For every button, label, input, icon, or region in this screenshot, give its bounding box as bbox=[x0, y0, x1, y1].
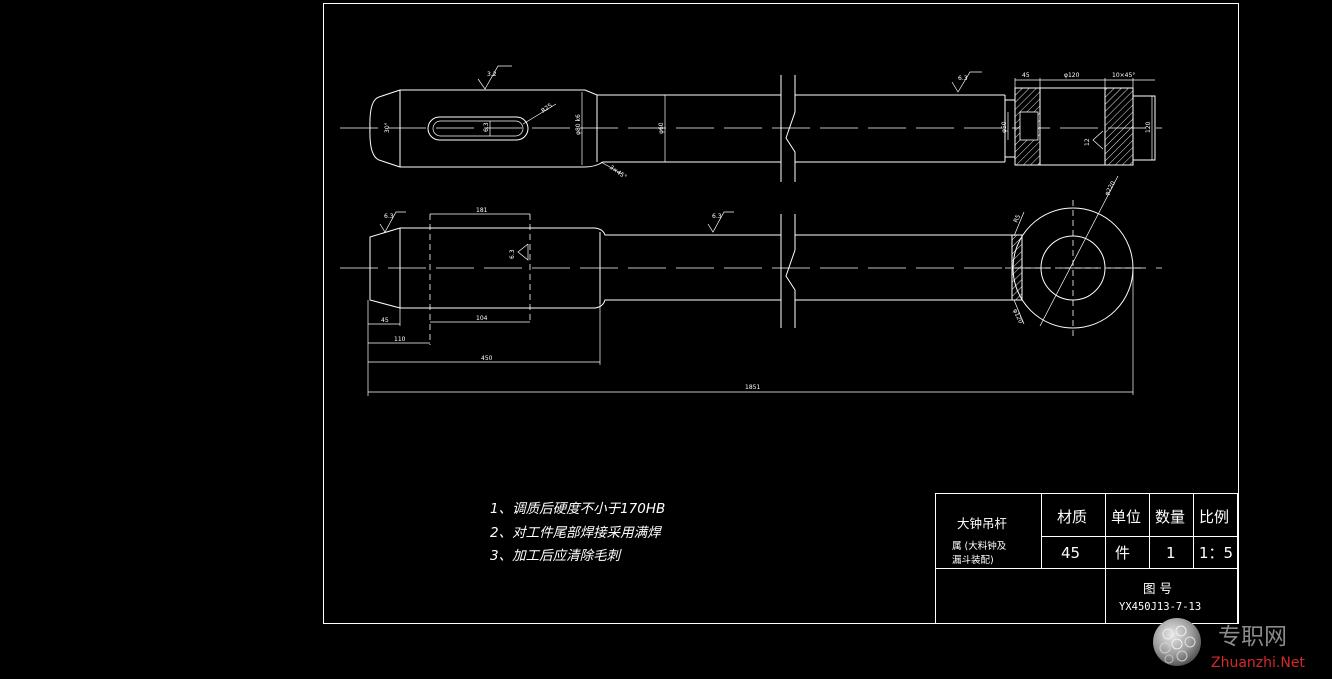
front-view: 6.3 R25 30° 3.2 6.3 φ80 k6 φ60 3×45° 12 … bbox=[340, 65, 1162, 182]
head-diameter-label: φ120 bbox=[1064, 72, 1080, 79]
side-view: φ220 R5 φ120 6.3 6.3 6.3 181 104 45 110 … bbox=[340, 175, 1162, 396]
shaft-diameter-label: φ60 bbox=[658, 122, 665, 134]
front-view-left-end bbox=[369, 89, 401, 168]
drawing-number-value: YX450J13-7-13 bbox=[1119, 601, 1201, 613]
assembly-line-2: 漏斗装配) bbox=[952, 554, 994, 566]
note-3: 3、加工后应清除毛刺 bbox=[490, 548, 623, 564]
bore-diameter-label: φ50 bbox=[1001, 121, 1008, 133]
roughness-symbol bbox=[707, 211, 734, 233]
roughness-inner-label: 6.3 bbox=[509, 249, 516, 259]
assembly-line-1: 属 (大料钟及 bbox=[952, 540, 1007, 552]
scale-value: 1：5 bbox=[1199, 544, 1233, 562]
inner-roughness-label: 12 bbox=[1084, 138, 1091, 146]
side-view-body-outline bbox=[400, 227, 781, 309]
side-view-break-right bbox=[785, 214, 796, 328]
roughness-end-label: 6.3 bbox=[384, 213, 394, 220]
note-1: 1、调质后硬度不小于170HB bbox=[490, 501, 665, 517]
head-height-label: 120 bbox=[1145, 121, 1152, 133]
keyway-depth-label: 6.3 bbox=[483, 122, 490, 132]
material-value: 45 bbox=[1061, 544, 1080, 562]
title-block-border bbox=[935, 493, 1238, 624]
roughness-symbol bbox=[379, 211, 406, 233]
front-view-break-right bbox=[785, 75, 796, 182]
unit-header: 单位 bbox=[1111, 508, 1141, 526]
shoulder-chamfer-label: 3×45° bbox=[608, 164, 628, 181]
roughness-symbol bbox=[517, 243, 529, 261]
eye-neck-leader bbox=[1013, 299, 1025, 325]
unit-value: 件 bbox=[1115, 544, 1130, 562]
quantity-header: 数量 bbox=[1155, 508, 1185, 526]
keyway-radius-label: R25 bbox=[540, 102, 554, 115]
watermark: 专职网 Zhuanzhi.Net bbox=[1153, 618, 1305, 671]
head-bore bbox=[1019, 111, 1039, 141]
roughness-symbol bbox=[951, 71, 982, 93]
fillet-leader bbox=[1013, 211, 1025, 237]
front-view-shaft-outline bbox=[795, 94, 1015, 163]
keyway-radius-leader bbox=[522, 103, 557, 125]
eye-outer-diameter-label: φ220 bbox=[1104, 180, 1118, 197]
material-header: 材质 bbox=[1057, 508, 1087, 526]
side-view-shaft-outline bbox=[795, 234, 1015, 301]
title-block: 大钟吊杆 属 (大料钟及 漏斗装配) 材质 单位 数量 比例 45 件 1 1：… bbox=[935, 493, 1238, 624]
eye-outer-circle bbox=[1012, 207, 1134, 329]
drawing-number-label: 图 号 bbox=[1143, 581, 1172, 596]
roughness-body-label: 3.2 bbox=[487, 71, 497, 78]
watermark-en: Zhuanzhi.Net bbox=[1211, 655, 1305, 671]
shoulder-chamfer-leader bbox=[600, 161, 623, 175]
head-center-block bbox=[1039, 87, 1106, 166]
head-length-label: 45 bbox=[1022, 72, 1030, 79]
roughness-symbol bbox=[477, 65, 512, 90]
weld-length-bottom-label: 104 bbox=[476, 315, 488, 322]
fillet-radius-label: R5 bbox=[1012, 213, 1022, 223]
offset-length-label: 110 bbox=[394, 336, 406, 343]
watermark-cn: 专职网 bbox=[1218, 624, 1287, 650]
roughness-right-label: 6.3 bbox=[958, 75, 968, 82]
head-chamfer-label: 10×45° bbox=[1112, 72, 1135, 79]
inner-roughness-symbol bbox=[1092, 130, 1104, 150]
body-length-label: 450 bbox=[481, 355, 493, 362]
eye-neck-label: φ120 bbox=[1011, 308, 1024, 325]
keyway-slot-inner bbox=[432, 120, 524, 137]
eye-diameter-dim bbox=[1039, 175, 1119, 327]
quantity-value: 1 bbox=[1166, 544, 1176, 562]
roughness-shaft-label: 6.3 bbox=[712, 213, 722, 220]
total-length-label: 1851 bbox=[745, 384, 760, 391]
weld-transition-block bbox=[1011, 234, 1023, 301]
part-name: 大钟吊杆 bbox=[957, 516, 1008, 531]
note-2: 2、对工件尾部焊接采用满焊 bbox=[490, 525, 662, 541]
weld-length-top-label: 181 bbox=[476, 207, 488, 214]
head-end-outline bbox=[1132, 95, 1156, 161]
scale-header: 比例 bbox=[1199, 508, 1229, 526]
body-diameter-label: φ80 k6 bbox=[575, 114, 582, 135]
technical-notes: 1、调质后硬度不小于170HB 2、对工件尾部焊接采用满焊 3、加工后应清除毛刺 bbox=[490, 501, 665, 564]
end-length-label: 45 bbox=[381, 317, 389, 324]
end-angle-label: 30° bbox=[384, 122, 391, 133]
front-view-body-outline bbox=[400, 89, 781, 168]
watermark-logo-icon bbox=[1153, 618, 1201, 666]
keyway-slot-outer bbox=[427, 116, 529, 141]
drawing-frame bbox=[323, 3, 1239, 624]
head-hatched-end bbox=[1104, 87, 1134, 166]
